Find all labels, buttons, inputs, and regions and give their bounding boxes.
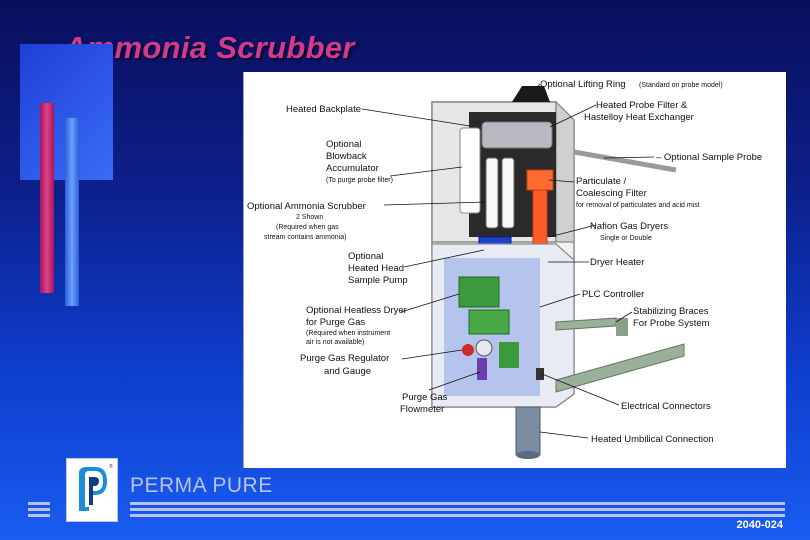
label-particulate-2: Coalescing Filter — [576, 188, 647, 199]
label-heated-head-2: Heated Head — [348, 263, 404, 274]
footer-stripe — [130, 502, 785, 505]
label-plc-controller: PLC Controller — [582, 289, 644, 300]
deco-bar-blue — [65, 118, 79, 306]
label-heated-head-1: Optional — [348, 251, 383, 262]
label-flowmeter-2: Flowmeter — [400, 404, 444, 415]
perma-pure-logo: ® — [66, 458, 118, 522]
label-nafion-2: Single or Double — [600, 235, 652, 242]
deco-bar-magenta — [40, 103, 54, 293]
label-ammonia-note-1: 2 Shown — [296, 214, 323, 221]
label-nafion-1: Nafion Gas Dryers — [590, 221, 668, 232]
label-blowback-3: Accumulator — [326, 163, 379, 174]
label-umbilical: Heated Umbilical Connection — [591, 434, 714, 445]
brand-name: PERMA PURE — [130, 474, 273, 497]
leader-lines — [361, 83, 655, 439]
label-stabilizing-2: For Probe System — [633, 318, 710, 329]
label-heatless-1: Optional Heatless Dryer — [306, 305, 407, 316]
footer-stripe — [28, 502, 50, 505]
footer-stripe — [130, 508, 785, 511]
svg-text:®: ® — [109, 463, 113, 470]
label-flowmeter-1: Purge Gas — [402, 392, 448, 403]
label-blowback-2: Blowback — [326, 151, 367, 162]
label-blowback-1: Optional — [326, 139, 361, 150]
label-sample-probe: – Optional Sample Probe — [656, 152, 762, 163]
cabinet-illustration — [431, 86, 685, 459]
diagram-panel: Optional Lifting Ring (Standard on probe… — [243, 72, 786, 468]
label-ammonia-scrubber: Optional Ammonia Scrubber — [247, 201, 366, 212]
label-purge-regulator-1: Purge Gas Regulator — [300, 353, 389, 364]
diagram-labels: Optional Lifting Ring (Standard on probe… — [247, 79, 762, 445]
label-heated-probe-filter: Heated Probe Filter & — [596, 100, 688, 111]
label-particulate-note: for removal of particulates and acid mis… — [576, 202, 700, 209]
label-heated-head-3: Sample Pump — [348, 275, 408, 286]
label-particulate-1: Particulate / — [576, 176, 627, 187]
label-heatless-2: for Purge Gas — [306, 317, 365, 328]
footer-stripe — [28, 514, 50, 517]
scrubber-diagram: Optional Lifting Ring (Standard on probe… — [247, 79, 762, 459]
footer-stripe — [130, 514, 785, 517]
document-number: 2040-024 — [736, 519, 784, 531]
label-ammonia-note-3: stream contains ammonia) — [264, 234, 346, 241]
label-lifting-ring: Optional Lifting Ring — [540, 79, 626, 90]
footer-stripe — [28, 508, 50, 511]
label-heatless-note-2: air is not available) — [306, 339, 364, 346]
label-dryer-heater: Dryer Heater — [590, 257, 644, 268]
label-electrical-connectors: Electrical Connectors — [621, 401, 711, 412]
label-heat-exchanger: Hastelloy Heat Exchanger — [584, 112, 694, 123]
label-ammonia-note-2: (Required when gas — [276, 224, 339, 231]
label-heatless-note-1: (Required when instrument — [306, 330, 390, 337]
label-purge-regulator-2: and Gauge — [324, 366, 371, 377]
logo-p-icon: ® — [79, 463, 113, 511]
label-stabilizing-1: Stabilizing Braces — [633, 306, 709, 317]
label-blowback-note: (To purge probe filter) — [326, 177, 393, 184]
label-lifting-ring-note: (Standard on probe model) — [639, 82, 723, 89]
label-heated-backplate: Heated Backplate — [286, 104, 361, 115]
